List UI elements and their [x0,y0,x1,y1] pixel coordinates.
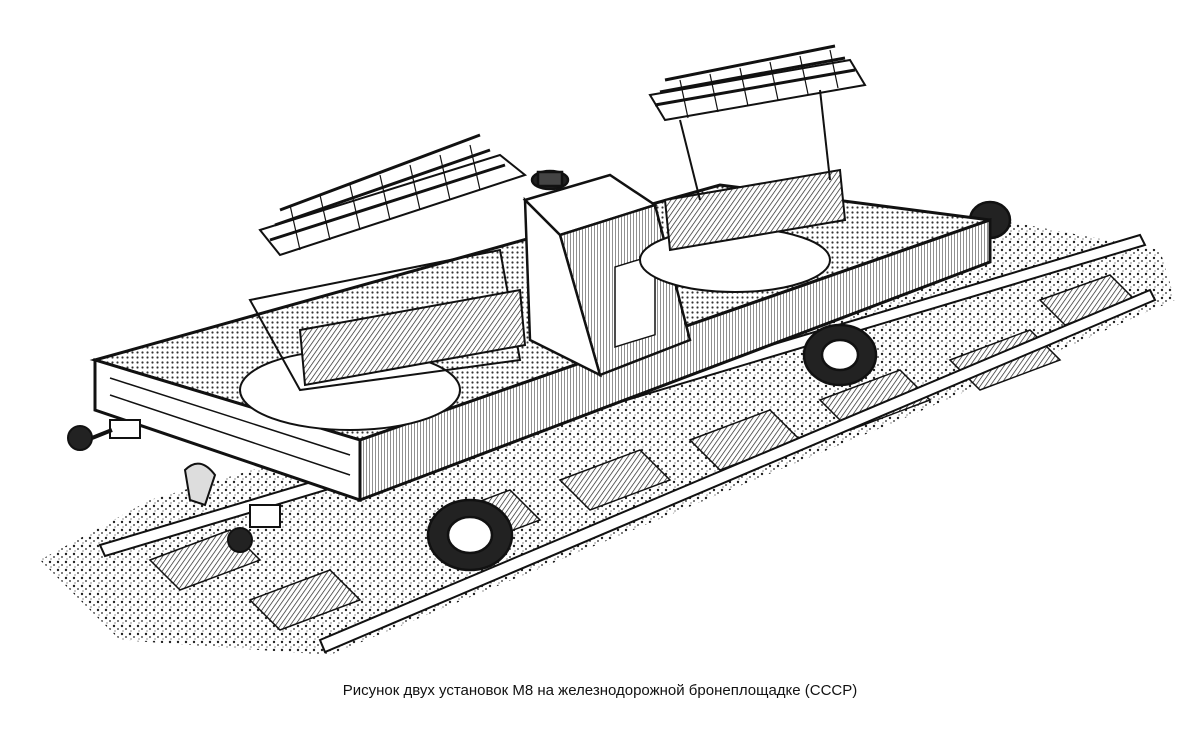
buffers-coupling [67,419,281,553]
gravel-ballast [40,220,1175,655]
armored-cabin [522,169,692,378]
armored-railcar-illustration [40,44,1175,655]
rocket-launcher-rear [639,44,867,293]
figure-caption: Рисунок двух установок М8 на железнодоро… [342,682,858,699]
rocket-launcher-front [239,133,528,431]
wheels [426,200,1012,572]
